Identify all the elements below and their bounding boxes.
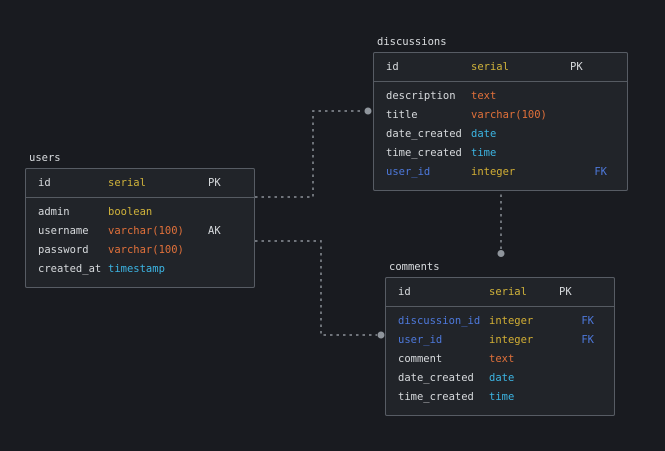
field-name: time_created [386, 147, 462, 159]
field-name: admin [38, 206, 70, 218]
field-type: date [489, 372, 515, 384]
field-type: time [471, 147, 497, 159]
field-name: time_created [398, 391, 474, 403]
field-name: password [38, 244, 89, 256]
table-title: discussions [377, 36, 447, 48]
field-name: title [386, 109, 418, 121]
field-name: date_created [398, 372, 474, 384]
relationship-endpoint-dot-comments-left [377, 331, 385, 339]
table-body: admin boolean username varchar(100) AK p… [26, 198, 254, 287]
field-row: date_created date [386, 369, 614, 388]
field-type: integer [489, 315, 534, 327]
field-type: time [489, 391, 515, 403]
key-badge-ak: AK [208, 225, 221, 237]
table-discussions[interactable]: discussions id serial PK description tex… [373, 36, 628, 191]
field-row: time_created time [374, 144, 627, 163]
relationship-endpoint-dot-comments-top [497, 250, 505, 257]
field-row-pk: id serial PK [26, 169, 254, 198]
table-comments[interactable]: comments id serial PK discussion_id inte… [385, 261, 615, 416]
table-title: users [29, 152, 61, 164]
relationship-line-users-discussions [255, 110, 364, 198]
field-name: id [398, 286, 411, 298]
field-name: id [38, 177, 51, 189]
key-badge-fk: FK [581, 334, 594, 346]
relationship-line-users-comments [255, 240, 377, 336]
field-name: username [38, 225, 89, 237]
field-row: date_created date [374, 125, 627, 144]
relationship-endpoint-dot-discussions [364, 107, 372, 115]
field-row: password varchar(100) [26, 241, 254, 260]
key-badge-pk: PK [570, 61, 583, 73]
field-type: serial [108, 177, 146, 189]
field-name: id [386, 61, 399, 73]
field-row: title varchar(100) [374, 106, 627, 125]
field-row-pk: id serial PK [374, 53, 627, 82]
field-type: varchar(100) [108, 225, 184, 237]
field-row: comment text [386, 350, 614, 369]
field-type: text [489, 353, 515, 365]
field-name-fk: discussion_id [398, 315, 481, 327]
field-name: description [386, 90, 456, 102]
table-body: discussion_id integer FK user_id integer… [386, 307, 614, 415]
field-row: created_at timestamp [26, 260, 254, 279]
field-row: admin boolean [26, 203, 254, 222]
field-row-fk: user_id integer FK [374, 163, 627, 182]
key-badge-pk: PK [559, 286, 572, 298]
field-type: serial [471, 61, 509, 73]
field-type: varchar(100) [471, 109, 547, 121]
key-badge-fk: FK [594, 166, 607, 178]
field-type: timestamp [108, 263, 165, 275]
table-users[interactable]: users id serial PK admin boolean usernam… [25, 152, 255, 288]
field-name: date_created [386, 128, 462, 140]
field-name-fk: user_id [386, 166, 431, 178]
field-row-fk: user_id integer FK [386, 331, 614, 350]
field-name: comment [398, 353, 443, 365]
field-name-fk: user_id [398, 334, 443, 346]
field-type: serial [489, 286, 527, 298]
table-title: comments [389, 261, 440, 273]
field-row: description text [374, 87, 627, 106]
table-box: id serial PK discussion_id integer FK us… [385, 277, 615, 416]
table-box: id serial PK admin boolean username varc… [25, 168, 255, 288]
field-type: date [471, 128, 497, 140]
field-row-pk: id serial PK [386, 278, 614, 307]
table-box: id serial PK description text title varc… [373, 52, 628, 191]
field-type: text [471, 90, 497, 102]
field-type: integer [471, 166, 516, 178]
field-type: varchar(100) [108, 244, 184, 256]
key-badge-fk: FK [581, 315, 594, 327]
field-name: created_at [38, 263, 102, 275]
field-row-fk: discussion_id integer FK [386, 312, 614, 331]
key-badge-pk: PK [208, 177, 221, 189]
field-row: time_created time [386, 388, 614, 407]
field-row: username varchar(100) AK [26, 222, 254, 241]
field-type: integer [489, 334, 534, 346]
table-body: description text title varchar(100) date… [374, 82, 627, 190]
field-type: boolean [108, 206, 153, 218]
